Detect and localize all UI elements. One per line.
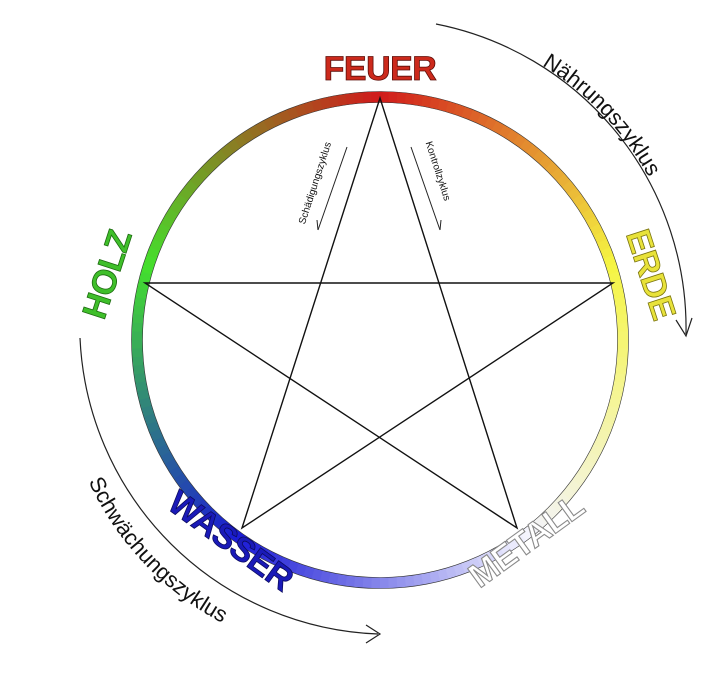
element-ring (131, 91, 629, 589)
schaedigungszyklus-label: Schädigungszyklus (297, 141, 334, 226)
kontrollzyklus-arrow (410, 146, 442, 231)
schwaechungszyklus-text: Schwächungszyklus (84, 473, 232, 628)
feuer-label: FEUER (324, 50, 437, 88)
naehrungszyklus-text: Nährungszyklus (539, 48, 666, 179)
naehrungszyklus-arrow (435, 23, 693, 338)
ring-outline (131, 91, 629, 589)
schwaechungszyklus-label: Schwächungszyklus (84, 473, 232, 628)
schwaechungszyklus-arrow (79, 337, 382, 644)
schaedigungszyklus-arrow (316, 146, 348, 231)
metall-label: METALL (462, 487, 591, 596)
naehrungszyklus-label: Nährungszyklus (539, 48, 666, 179)
ring-outline (142, 102, 618, 578)
pentagram (142, 95, 616, 530)
holz-label: HOLZ (75, 226, 139, 324)
